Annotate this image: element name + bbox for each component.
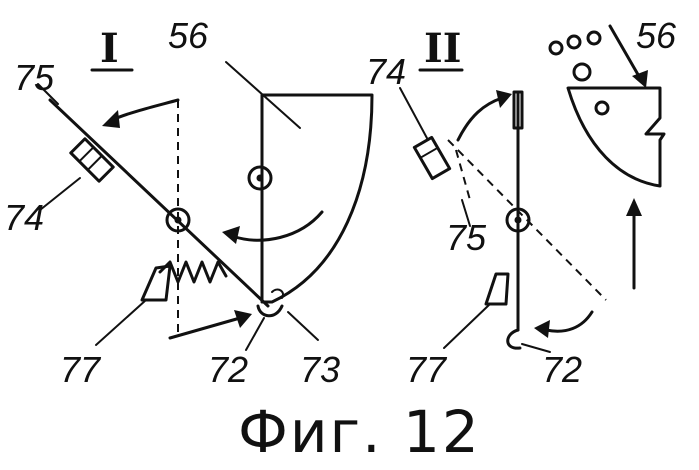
label-56-right: 56 xyxy=(636,15,677,56)
label-77-left: 77 xyxy=(60,349,102,390)
view-one-label: I xyxy=(100,25,119,72)
leader-77-left xyxy=(96,300,146,345)
hook-72-left xyxy=(258,306,282,316)
stop-77-right xyxy=(486,274,508,304)
flap-56-right xyxy=(568,88,664,186)
lever-75-left xyxy=(50,100,268,306)
label-72-left: 72 xyxy=(208,349,248,390)
dashed-lever-75 xyxy=(456,150,470,200)
label-73: 73 xyxy=(300,349,340,390)
arrow-top-left xyxy=(112,100,178,120)
leader-74-left xyxy=(40,178,80,210)
label-75-right: 75 xyxy=(446,217,487,258)
flap-pivot-right xyxy=(596,102,608,114)
arrow-bottom-right-head xyxy=(534,320,550,338)
leader-72-left xyxy=(246,318,264,350)
label-74-right: 74 xyxy=(366,51,406,92)
flap-pivot-left-center xyxy=(257,175,264,182)
flap-56-left xyxy=(262,95,372,302)
view-two-label: II xyxy=(424,25,461,72)
hook-72-right xyxy=(508,330,520,348)
arrow-middle-left-head xyxy=(222,226,240,244)
arrow-feed-right-head xyxy=(632,70,648,88)
stop-77-left xyxy=(142,266,170,300)
arrow-push-left xyxy=(170,318,240,338)
arrow-top-left-head xyxy=(102,110,120,128)
label-77-right: 77 xyxy=(406,349,448,390)
figure-caption: Фиг. 12 xyxy=(238,398,481,466)
particle-1 xyxy=(550,42,562,54)
view-two-group: II 74 75 77 72 xyxy=(366,15,677,390)
leader-77-right xyxy=(444,304,490,348)
lever-pivot-right-center xyxy=(515,217,522,224)
view-one-group: I 56 75 74 xyxy=(4,15,372,390)
particle-3 xyxy=(588,32,600,44)
arrow-top-right xyxy=(458,98,502,140)
leader-74-right xyxy=(400,88,428,140)
arrow-middle-left xyxy=(232,212,322,240)
leader-73 xyxy=(288,312,318,340)
label-56-left: 56 xyxy=(168,15,209,56)
arrow-up-right-head xyxy=(626,198,642,216)
magnet-74-right xyxy=(414,137,449,178)
magnet-74-left xyxy=(71,139,113,181)
particle-2 xyxy=(568,36,580,48)
arrow-top-right-head xyxy=(496,90,512,108)
arrow-bottom-right xyxy=(546,312,592,331)
label-72-right: 72 xyxy=(542,349,582,390)
label-75-left: 75 xyxy=(14,57,55,98)
particle-4 xyxy=(574,64,590,80)
label-74-left: 74 xyxy=(4,197,44,238)
